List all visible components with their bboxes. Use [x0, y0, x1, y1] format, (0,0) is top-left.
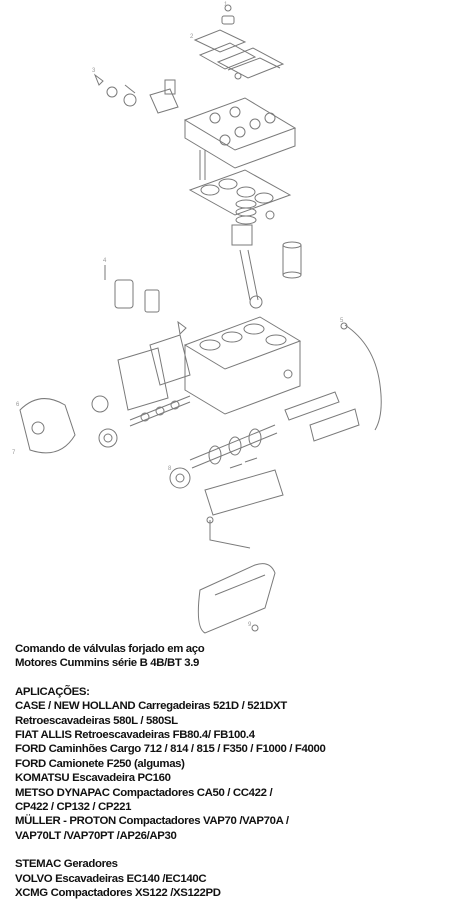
application-line: MÜLLER - PROTON Compactadores VAP70 /VAP… [15, 815, 289, 828]
application-line: FIAT ALLIS Retroescavadeiras FB80.4/ FB1… [15, 729, 255, 742]
application-line: XCMG Compactadores XS122 /XS122PD [15, 887, 221, 900]
svg-text:2: 2 [190, 34, 194, 40]
timing-cover [19, 395, 118, 454]
rocker-cover-parts [193, 4, 285, 80]
svg-text:1: 1 [224, 2, 228, 8]
oil-pan [197, 563, 276, 634]
svg-text:9: 9 [248, 622, 252, 628]
applications-heading: APLICAÇÕES: [15, 685, 90, 698]
injector-parts [93, 73, 179, 114]
svg-text:4: 4 [103, 258, 107, 264]
exploded-engine-diagram: 1 2 3 4 5 6 7 8 9 [12, 2, 382, 634]
piston-assembly [231, 199, 275, 309]
application-line: FORD Caminhões Cargo 712 / 814 / 815 / F… [15, 743, 326, 756]
application-line: KOMATSU Escavadeira PC160 [15, 772, 171, 785]
application-line: CP422 / CP132 / CP221 [15, 801, 132, 814]
oil-pan-gasket [204, 457, 284, 516]
crankshaft [169, 424, 278, 489]
svg-text:7: 7 [12, 450, 16, 456]
application-line: VOLVO Escavadeiras EC140 /EC140C [15, 872, 207, 885]
oil-pickup [206, 516, 251, 549]
head-gasket [188, 169, 292, 216]
svg-text:5: 5 [340, 318, 344, 324]
svg-text:6: 6 [16, 402, 20, 408]
cylinder-head [183, 97, 297, 180]
svg-text:8: 8 [168, 466, 172, 472]
camshaft [129, 395, 191, 427]
application-line: FORD Camionete F250 (algumas) [15, 757, 185, 770]
product-description: Comando de válvulas forjado em aço Motor… [15, 642, 455, 901]
product-title: Comando de válvulas forjado em aço [15, 643, 205, 655]
application-line: METSO DYNAPAC Compactadores CA50 / CC422… [15, 786, 273, 799]
product-subtitle: Motores Cummins série B 4B/BT 3.9 [15, 657, 200, 670]
side-covers [283, 369, 360, 442]
svg-text:3: 3 [92, 68, 96, 74]
application-line: STEMAC Geradores [15, 858, 118, 871]
application-line: Retroescavadeiras 580L / 580SL [15, 714, 178, 727]
dipstick [340, 322, 382, 431]
fuel-pump [104, 265, 187, 336]
engine-block [117, 316, 302, 415]
application-line: VAP70LT /VAP70PT /AP26/AP30 [15, 829, 177, 842]
application-line: CASE / NEW HOLLAND Carregadeiras 521D / … [15, 700, 287, 713]
oil-filter [282, 241, 302, 279]
